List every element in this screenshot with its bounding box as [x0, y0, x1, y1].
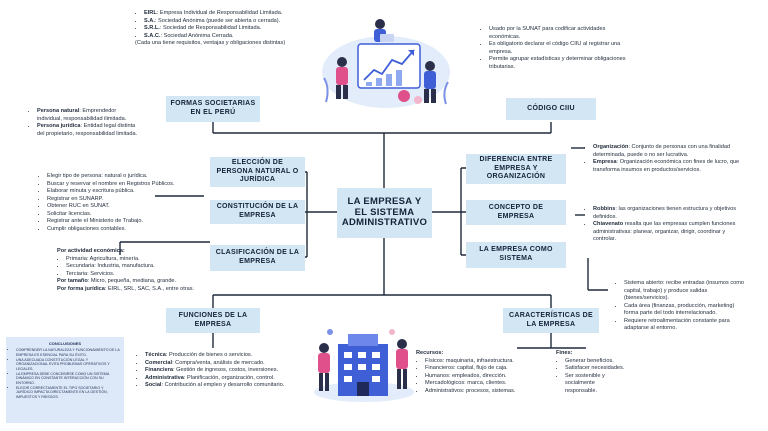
persona-item: Persona jurídica: Entidad legal distinta… — [37, 123, 140, 138]
recursos-text: Recursos: Físicos: maquinaria, infraestr… — [416, 350, 516, 395]
formas-note: (Cada una tiene requisitos, ventajas y o… — [135, 40, 286, 47]
recurso-item: Humanos: empleados, dirección. — [425, 373, 516, 381]
eleccion-persona-title: ELECCIÓN DE PERSONA NATURAL O JURÍDICA — [216, 158, 299, 184]
constitucion-title: CONSTITUCIÓN DE LA EMPRESA — [216, 203, 299, 219]
clasificacion-box: CLASIFICACIÓN DE LA EMPRESA — [210, 245, 305, 271]
diferencia-item: Organización: Conjunto de personas con u… — [593, 144, 746, 159]
funcion-item: Financiera: Gestión de ingresos, costos,… — [145, 367, 306, 375]
formas-item: EIRL: Empresa Individual de Responsabili… — [144, 10, 315, 18]
fines-label: Fines — [556, 350, 571, 356]
eleccion-persona-box: ELECCIÓN DE PERSONA NATURAL O JURÍDICA — [210, 157, 305, 187]
paso-item: Registrar en SUNARP. — [47, 196, 198, 204]
fines-text: Fines: Generar beneficios. Satisfacer ne… — [556, 350, 626, 395]
paso-item: Registrar ante el Ministerio de Trabajo. — [47, 218, 198, 226]
funcion-item: Social: Contribución al empleo y desarro… — [145, 382, 306, 390]
constitucion-box: CONSTITUCIÓN DE LA EMPRESA — [210, 200, 305, 224]
fin-item: Generar beneficios. — [565, 358, 626, 366]
conclusion-item: LA EMPRESA DEBE CONCEBIRSE COMO UN SISTE… — [16, 372, 120, 386]
paso-item: Obtener RUC en SUNAT. — [47, 203, 198, 211]
recurso-item: Mercadológicos: marca, clientes. — [425, 380, 516, 388]
sistema-item: Requiere retroalimentación constante par… — [624, 318, 750, 333]
caracteristicas-box: CARACTERÍSTICAS DE LA EMPRESA — [503, 308, 599, 333]
central-title: LA EMPRESA Y EL SISTEMA ADMINISTRATIVO — [341, 195, 428, 229]
formas-societarias-text: EIRL: Empresa Individual de Responsabili… — [135, 10, 315, 48]
recursos-label: Recursos — [416, 350, 442, 356]
clasif-juridica: Por forma jurídica: EIRL, SRL, SAC, S.A.… — [57, 285, 195, 292]
clasif-tamano: Por tamaño: Micro, pequeña, mediana, gra… — [57, 278, 177, 285]
sistema-item: Sistema abierto: recibe entradas (insumo… — [624, 280, 750, 303]
fin-item: Satisfacer necesidades. — [565, 365, 626, 373]
concepto-title: CONCEPTO DE EMPRESA — [488, 203, 544, 220]
conclusiones-title: CONCLUSIONES — [48, 341, 82, 346]
central-title-box: LA EMPRESA Y EL SISTEMA ADMINISTRATIVO — [337, 188, 432, 238]
funcion-item: Administrativa: Planificación, organizac… — [145, 375, 306, 383]
formas-societarias-box: FORMAS SOCIETARIAS EN EL PERÚ — [166, 96, 260, 122]
funciones-box: FUNCIONES DE LA EMPRESA — [166, 308, 260, 333]
paso-item: Cumplir obligaciones contables. — [47, 226, 198, 234]
clasif-actividad-item: Terciaria: Servicios. — [66, 271, 222, 279]
fin-item: Ser sostenible y socialmente responsable… — [565, 373, 626, 396]
formas-societarias-title: FORMAS SOCIETARIAS EN EL PERÚ — [170, 100, 256, 116]
conclusion-item: ELEGIR CORRECTAMENTE EL TIPO SOCIETARIO … — [16, 386, 120, 400]
concepto-box: CONCEPTO DE EMPRESA — [466, 200, 566, 225]
conclusion-item: COMPRENDER LA NATURALEZA Y FUNCIONAMIENT… — [16, 348, 120, 357]
formas-item: S.A.: Sociedad Anónima (puede ser abiert… — [144, 18, 315, 26]
formas-item: S.A.C.: Sociedad Anónima Cerrada. — [144, 33, 315, 41]
clasif-actividad-item: Secundaria: Industria, manufactura. — [66, 263, 222, 271]
funcion-item: Comercial: Compra/venta, análisis de mer… — [145, 360, 306, 368]
concepto-item: Chiavenato resalta que las empresas cump… — [593, 221, 746, 244]
constitucion-pasos-text: Elegir tipo de persona: natural o jurídi… — [38, 173, 198, 233]
clasif-actividad-label: Por actividad económica: — [57, 248, 125, 254]
codigo-ciiu-title: CÓDIGO CIIU — [527, 104, 575, 112]
conclusiones-panel: CONCLUSIONES COMPRENDER LA NATURALEZA Y … — [6, 337, 124, 423]
recurso-item: Administrativos: procesos, sistemas. — [425, 388, 516, 396]
diferencia-text: Organización: Conjunto de personas con u… — [584, 144, 746, 174]
diferencia-title: DIFERENCIA ENTRE EMPRESA Y ORGANIZACIÓN — [479, 155, 553, 181]
sistema-box: LA EMPRESA COMO SISTEMA — [466, 242, 566, 268]
business-analytics-illustration — [322, 19, 450, 108]
company-building-illustration — [314, 329, 414, 402]
diferencia-box: DIFERENCIA ENTRE EMPRESA Y ORGANIZACIÓN — [466, 154, 566, 184]
clasificacion-title: CLASIFICACIÓN DE LA EMPRESA — [215, 249, 300, 265]
paso-item: Elegir tipo de persona: natural o jurídi… — [47, 173, 198, 181]
codigo-ciiu-text: Usado por la SUNAT para codificar activi… — [480, 26, 630, 71]
paso-item: Buscar y reservar el nombre en Registros… — [47, 181, 198, 189]
concepto-text: Robbins: las organizaciones tienen estru… — [584, 206, 746, 244]
codigo-ciiu-box: CÓDIGO CIIU — [506, 98, 596, 120]
paso-item: Solicitar licencias. — [47, 211, 198, 219]
sistema-item: Cada área (finanzas, producción, marketi… — [624, 303, 750, 318]
persona-text: Persona natural: Emprendedor individual,… — [28, 108, 140, 138]
persona-item: Persona natural: Emprendedor individual,… — [37, 108, 140, 123]
conclusion-item: UNA ADECUADA CONSTITUCIÓN LEGAL Y ORGANI… — [16, 358, 120, 372]
funcion-item: Técnica: Producción de bienes o servicio… — [145, 352, 306, 360]
ciiu-item: Usado por la SUNAT para codificar activi… — [489, 26, 630, 41]
sistema-title: LA EMPRESA COMO SISTEMA — [479, 246, 553, 262]
ciiu-item: Permite agrupar estadísticas y determina… — [489, 56, 630, 71]
funciones-title: FUNCIONES DE LA EMPRESA — [178, 311, 248, 328]
recurso-item: Financieros: capital, flujo de caja. — [425, 365, 516, 373]
funciones-text: Técnica: Producción de bienes o servicio… — [136, 352, 306, 390]
formas-item: S.R.L.: Sociedad de Responsabilidad Limi… — [144, 25, 315, 33]
clasificacion-text: Por actividad económica: Primaria: Agric… — [57, 248, 222, 293]
recurso-item: Físicos: maquinaria, infraestructura. — [425, 358, 516, 366]
caracteristicas-title: CARACTERÍSTICAS DE LA EMPRESA — [509, 311, 593, 328]
clasif-actividad-item: Primaria: Agricultura, minería. — [66, 256, 222, 264]
ciiu-item: Es obligatorio declarar el código CIIU a… — [489, 41, 630, 56]
sistema-text: Sistema abierto: recibe entradas (insumo… — [615, 280, 750, 333]
diferencia-item: Empresa: Organización económica con fine… — [593, 159, 746, 174]
paso-item: Elaborar minuta y escritura pública. — [47, 188, 198, 196]
concepto-item: Robbins: las organizaciones tienen estru… — [593, 206, 746, 221]
